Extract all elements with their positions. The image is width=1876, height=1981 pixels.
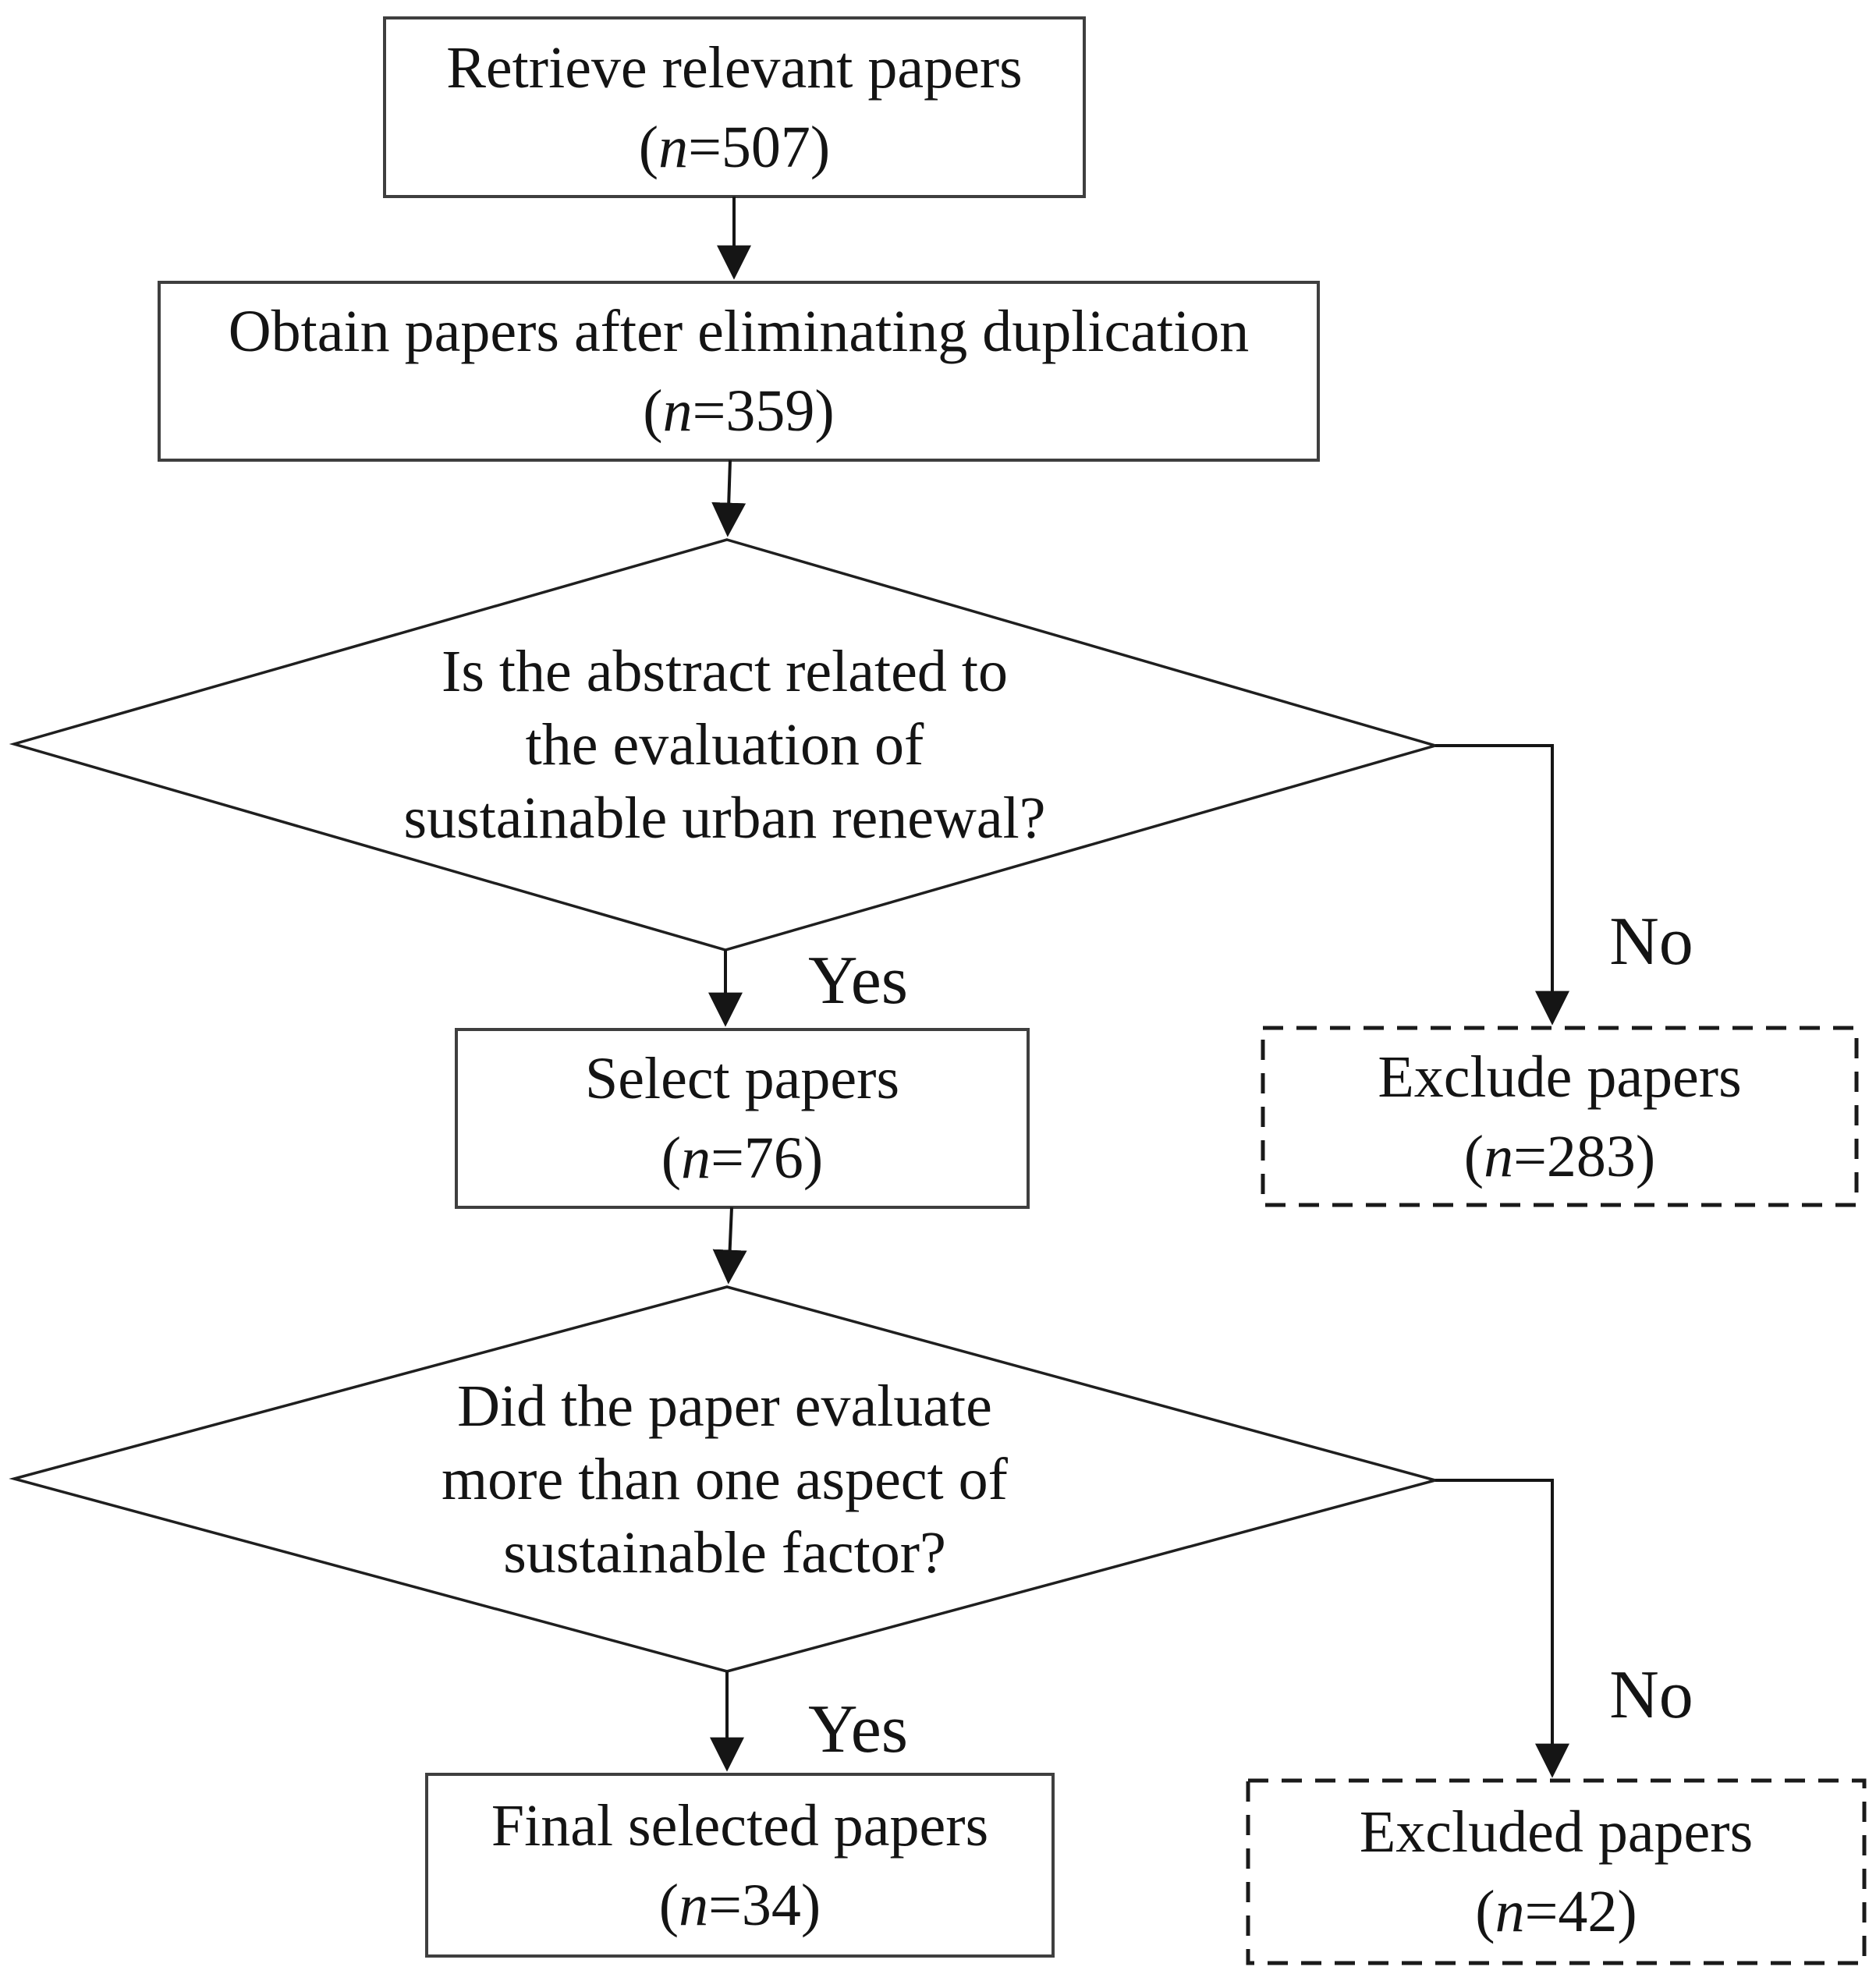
- arrow-obtain-to-decision1: [711, 459, 746, 537]
- decision2-line1: Did the paper evaluate: [457, 1373, 992, 1439]
- obtain-count: (n=359): [643, 378, 835, 444]
- select-box: [455, 1028, 1030, 1209]
- arrow-decision2-no-to-exclude2: [1435, 1479, 1569, 1778]
- decision2-no-label: No: [1609, 1657, 1693, 1733]
- retrieve-label: Retrieve relevant papers: [446, 34, 1023, 101]
- exclude2-dashed-box: [1246, 1778, 1867, 1965]
- decision1-line2: the evaluation of: [525, 712, 924, 778]
- decision2-line3: sustainable factor?: [503, 1519, 946, 1586]
- arrow-decision1-no-to-exclude1: [1435, 744, 1569, 1026]
- exclude2-box-text: Excluded papers (n=42): [1248, 1781, 1864, 1963]
- decision2-text: Did the paper evaluate more than one asp…: [14, 1291, 1435, 1667]
- select-label: Select papers: [584, 1046, 900, 1111]
- exclude2-count: (n=42): [1475, 1879, 1637, 1944]
- decision1-line1: Is the abstract related to: [442, 639, 1008, 704]
- final-box: [425, 1773, 1055, 1958]
- exclude1-box-text: Exclude papers (n=283): [1263, 1028, 1856, 1205]
- select-count: (n=76): [661, 1125, 824, 1191]
- select-box-text: Select papers (n=76): [456, 1029, 1028, 1207]
- decision1-yes-label: Yes: [807, 943, 909, 1019]
- obtain-label: Obtain papers after eliminating duplicat…: [228, 299, 1250, 364]
- final-box-text: Final selected papers (n=34): [427, 1774, 1053, 1956]
- decision2-yes-label: Yes: [807, 1692, 909, 1767]
- decision1-no-label: No: [1609, 904, 1693, 980]
- exclude2-label: Excluded papers: [1359, 1799, 1754, 1865]
- final-count: (n=34): [658, 1872, 821, 1938]
- final-label: Final selected papers: [491, 1792, 989, 1859]
- exclude1-dashed-box: [1261, 1026, 1859, 1207]
- obtain-box-text: Obtain papers after eliminating duplicat…: [159, 282, 1318, 460]
- exclude1-count: (n=283): [1463, 1123, 1656, 1189]
- retrieve-box: [383, 16, 1086, 198]
- arrow-select-to-decision2: [712, 1207, 747, 1285]
- retrieve-count: (n=507): [638, 114, 831, 180]
- decision1-line3: sustainable urban renewal?: [403, 785, 1046, 851]
- obtain-box: [158, 281, 1320, 462]
- exclude1-label: Exclude papers: [1378, 1044, 1742, 1110]
- decision2-line2: more than one aspect of: [442, 1446, 1008, 1512]
- retrieve-box-text: Retrieve relevant papers (n=507): [385, 18, 1084, 197]
- decision1-text: Is the abstract related to the evaluatio…: [14, 546, 1435, 944]
